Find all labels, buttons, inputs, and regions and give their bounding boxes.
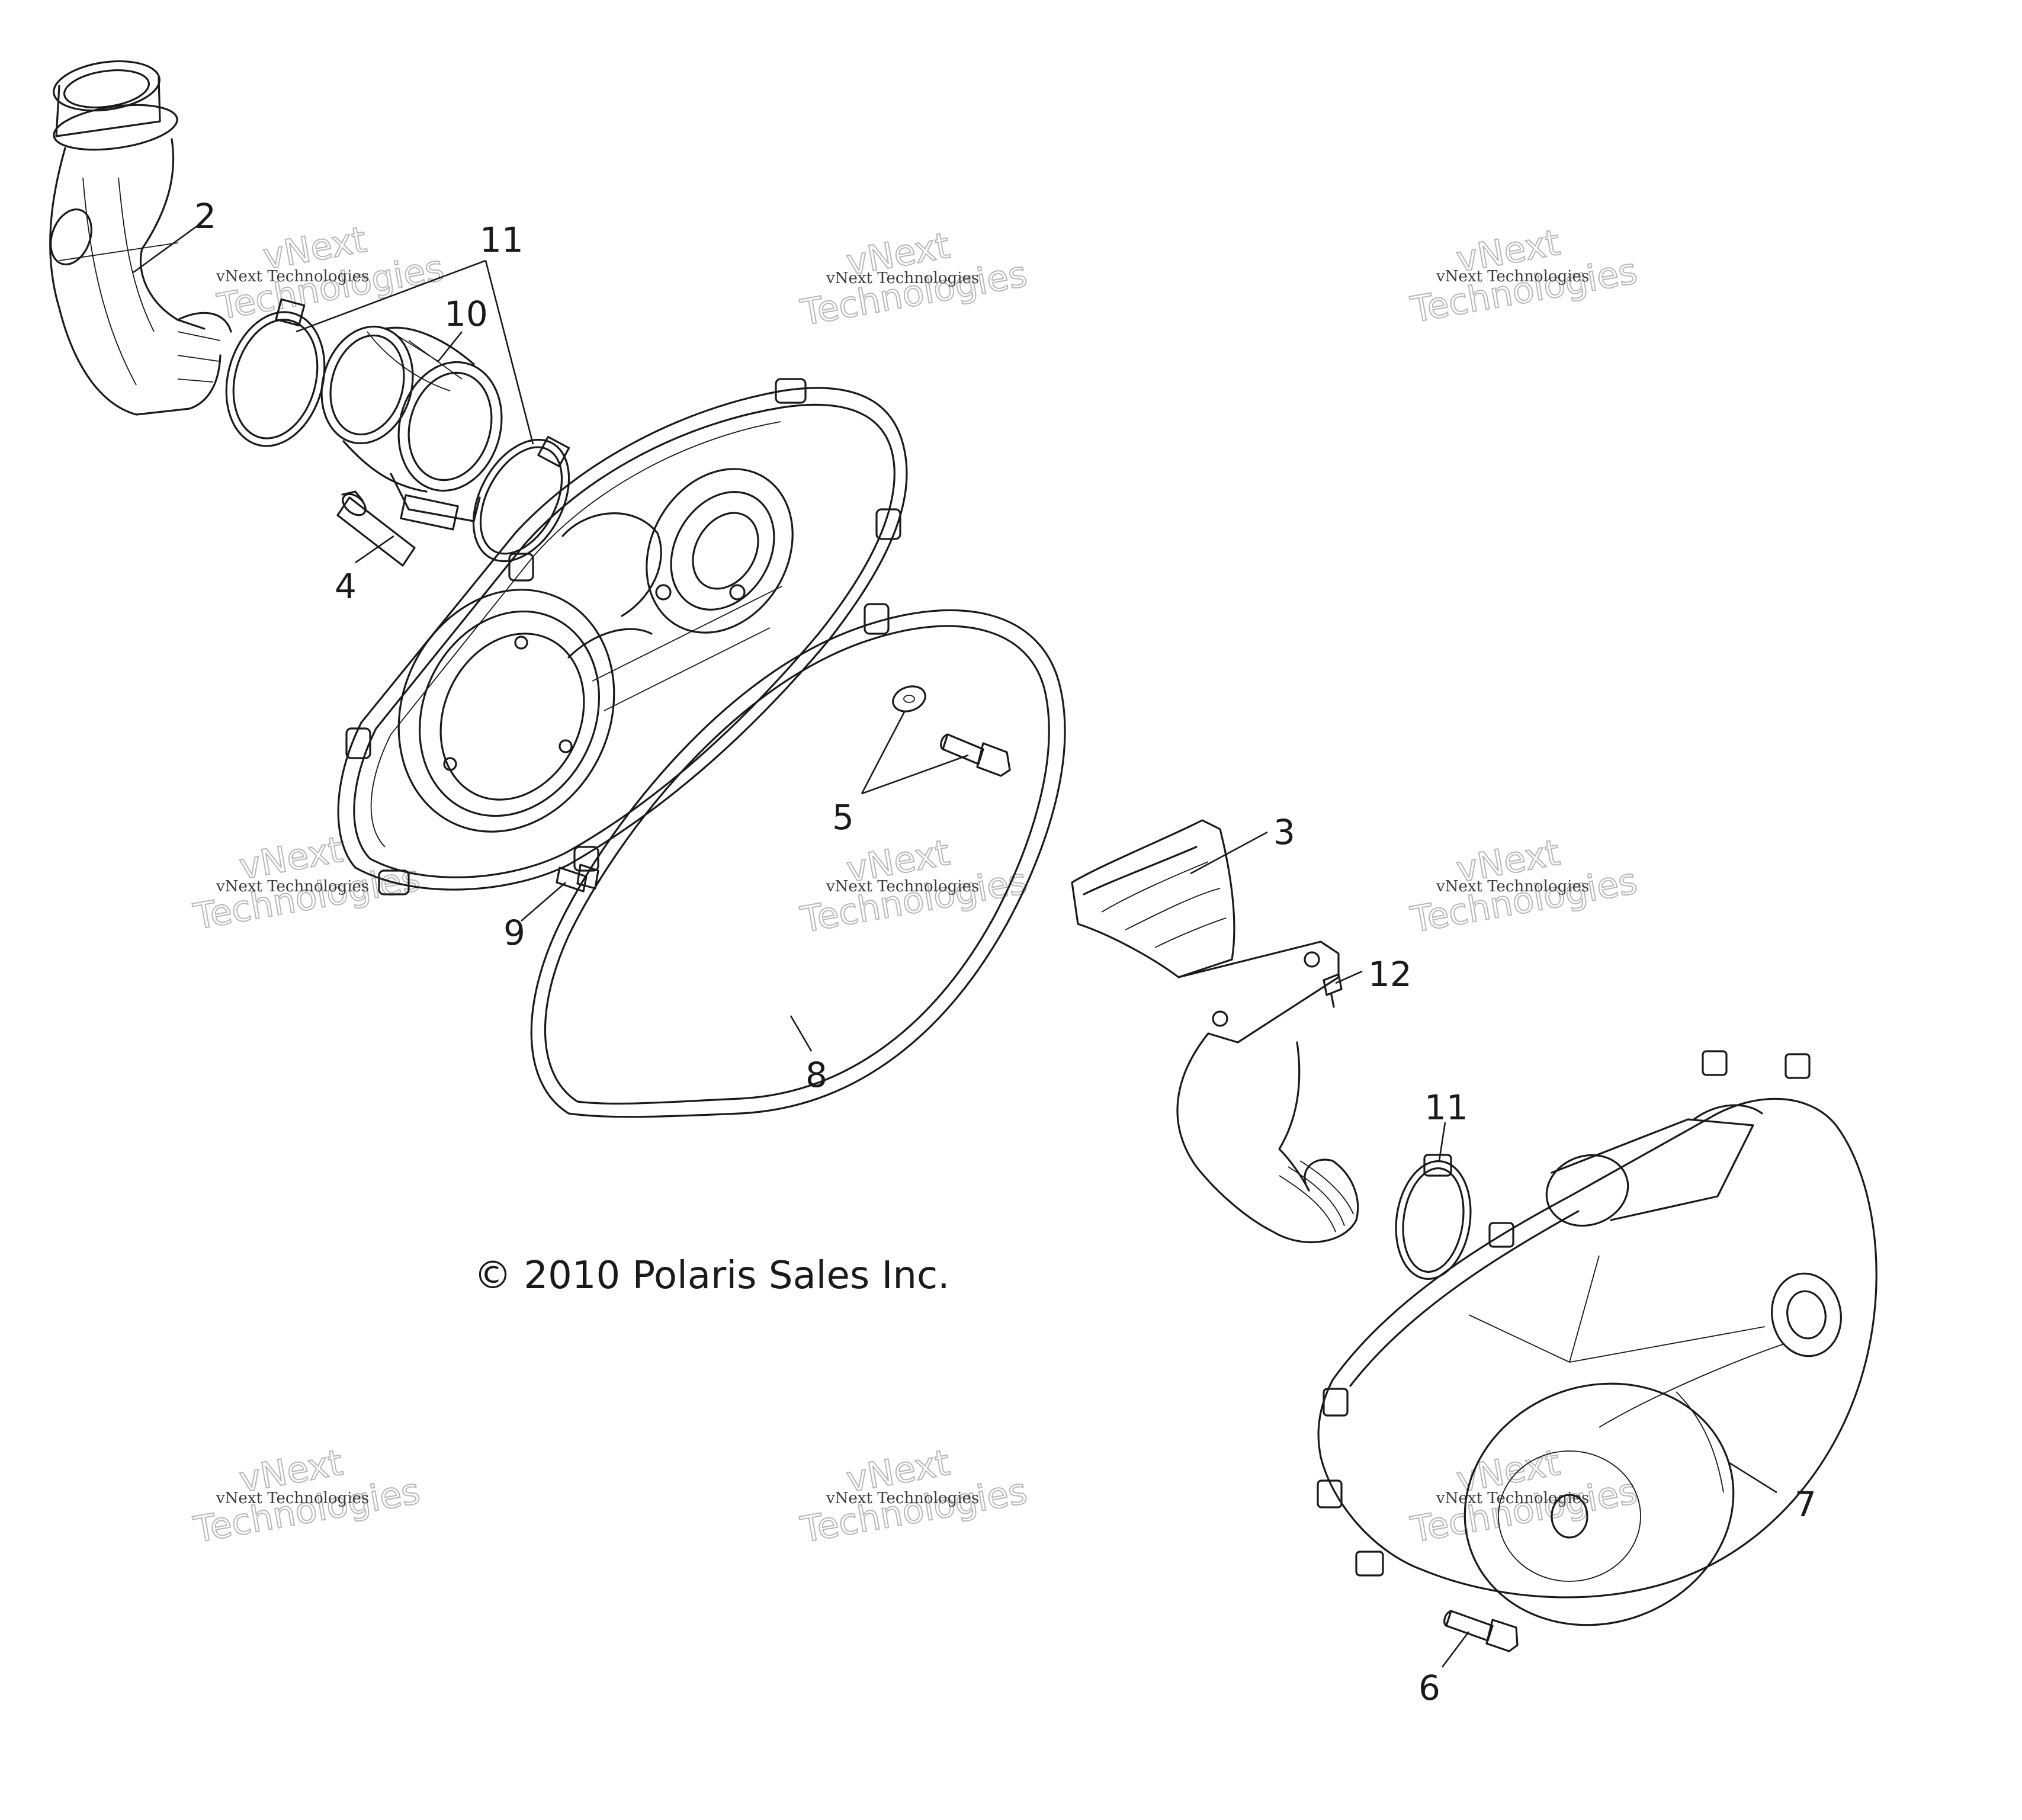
leader-line-9	[521, 882, 566, 922]
watermarks: Technologies vNext vNext Technologies Te…	[190, 219, 1641, 1552]
callout-numbers: 2 11 10 4 5 3 9 12 8 11 7 6	[194, 196, 1816, 1708]
mounting-tab	[378, 869, 410, 895]
part-11-clamp-upper-right	[472, 436, 570, 563]
copyright-notice: © 2010 Polaris Sales Inc.	[474, 1254, 949, 1298]
mounting-tab	[508, 553, 534, 582]
watermark-caption: vNext Technologies	[216, 878, 369, 895]
leader-line-6	[1441, 1631, 1470, 1668]
part-12-screw	[1323, 973, 1343, 1008]
watermark-caption: vNext Technologies	[216, 1490, 369, 1507]
callout-9: 9	[503, 913, 525, 953]
watermark-caption: vNext Technologies	[826, 878, 979, 895]
mounting-tab	[1702, 1050, 1728, 1076]
callout-10: 10	[444, 294, 488, 334]
leader-line-4	[355, 535, 394, 564]
leader-line-5-washer	[861, 710, 906, 794]
callout-4: 4	[335, 566, 357, 606]
leader-lines	[133, 224, 1777, 1668]
part-4-screw	[336, 490, 416, 567]
leader-line-2	[133, 224, 199, 274]
callout-12: 12	[1368, 954, 1412, 994]
part-11-clamp-lower	[1395, 1154, 1472, 1280]
watermark-caption: vNext Technologies	[216, 268, 369, 285]
mounting-tab	[1317, 1479, 1343, 1508]
leader-line-5-bolt	[861, 754, 969, 795]
callout-2: 2	[194, 196, 216, 236]
part-2-intake-duct	[49, 60, 232, 416]
part-8-drive-belt	[530, 609, 1066, 1118]
leader-line-11a-right	[484, 260, 534, 445]
callout-7: 7	[1795, 1484, 1816, 1524]
callout-11-lower: 11	[1424, 1087, 1468, 1128]
callout-5: 5	[832, 797, 854, 837]
watermark-caption: vNext Technologies	[1436, 1490, 1589, 1507]
part-7-outer-clutch-cover	[1317, 1050, 1877, 1626]
mounting-tab	[1488, 1222, 1514, 1248]
callout-11-upper: 11	[480, 220, 524, 260]
callout-8: 8	[805, 1055, 827, 1095]
leader-line-11a-left	[296, 259, 486, 333]
mounting-tab	[573, 846, 599, 872]
mounting-tab	[345, 727, 371, 759]
part-6-bolt	[1443, 1610, 1519, 1652]
part-3-outlet-duct	[1071, 819, 1359, 1243]
watermark-caption: vNext Technologies	[1436, 878, 1589, 895]
part-10-coupler-duct	[320, 325, 503, 531]
mounting-tab	[875, 508, 901, 540]
watermark-caption: vNext Technologies	[1436, 268, 1589, 285]
leader-line-7	[1729, 1462, 1777, 1494]
mounting-tab	[1355, 1551, 1384, 1577]
callout-6: 6	[1418, 1668, 1440, 1708]
mounting-tab	[775, 378, 807, 404]
leader-line-8	[789, 1015, 813, 1052]
part-1-inner-clutch-cover	[337, 378, 908, 895]
watermark-caption: vNext Technologies	[826, 1490, 979, 1507]
watermark-caption: vNext Technologies	[826, 269, 979, 287]
part-5-washer-bolt	[892, 685, 1011, 777]
part-9-bolt	[556, 864, 599, 893]
leader-line-3	[1190, 831, 1268, 875]
mounting-tab	[1785, 1053, 1811, 1079]
mounting-tab	[1323, 1388, 1349, 1417]
leader-line-10	[437, 331, 463, 362]
callout-3: 3	[1273, 812, 1295, 852]
leader-line-12	[1335, 970, 1363, 984]
leader-line-11b	[1438, 1122, 1446, 1161]
